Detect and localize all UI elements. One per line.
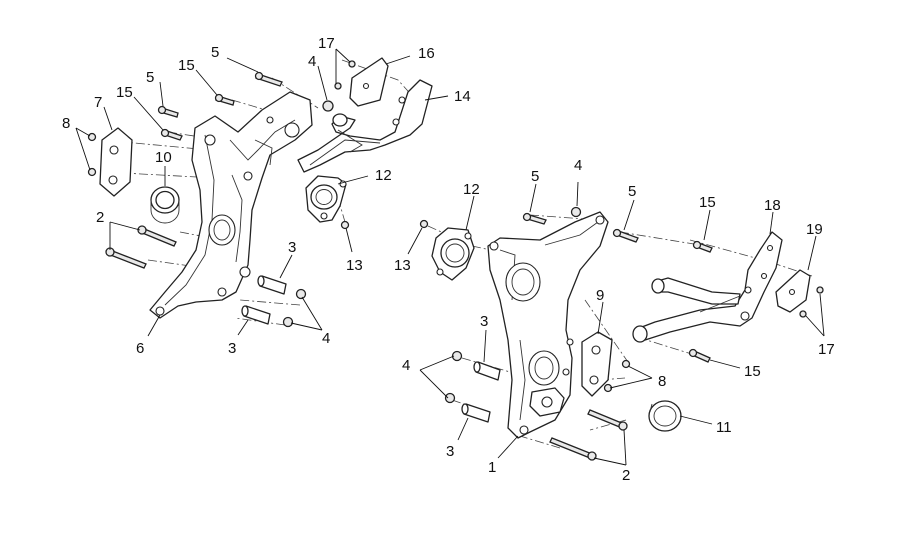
label-left-5b: 5 bbox=[146, 69, 154, 86]
label-right-15b: 15 bbox=[744, 363, 761, 380]
left-screws-17 bbox=[334, 60, 356, 90]
right-bracket-plate-9 bbox=[581, 331, 613, 397]
right-screws-17 bbox=[799, 286, 824, 318]
right-nuts-4 bbox=[444, 206, 582, 404]
label-left-10: 10 bbox=[155, 149, 172, 166]
left-footrest-hanger-14 bbox=[297, 79, 433, 173]
label-right-18: 18 bbox=[764, 197, 781, 214]
left-cover-plate-16 bbox=[349, 57, 389, 107]
right-bearing-flange-12 bbox=[431, 227, 475, 281]
left-screws-15 bbox=[160, 93, 235, 141]
label-left-5a: 5 bbox=[211, 44, 219, 61]
label-left-14: 14 bbox=[454, 88, 471, 105]
right-long-bolts-2 bbox=[549, 409, 628, 461]
label-left-4b: 4 bbox=[322, 330, 330, 347]
label-right-2: 2 bbox=[622, 467, 630, 484]
label-right-19: 19 bbox=[806, 221, 823, 238]
label-right-12: 12 bbox=[463, 181, 480, 198]
label-left-12: 12 bbox=[375, 167, 392, 184]
left-screws-5 bbox=[157, 71, 283, 118]
label-right-13: 13 bbox=[394, 257, 411, 274]
label-left-3a: 3 bbox=[288, 239, 296, 256]
left-part-numbers: 5 17 16 5 15 4 14 7 15 8 10 12 2 13 3 6 … bbox=[62, 35, 471, 357]
right-spacers-3 bbox=[461, 361, 501, 423]
label-left-4a: 4 bbox=[308, 53, 316, 70]
right-footrest-hanger-18 bbox=[632, 231, 783, 343]
right-cover-plate-19 bbox=[775, 269, 811, 313]
right-part-numbers: 12 4 5 5 15 18 19 13 9 3 17 8 4 15 11 3 … bbox=[394, 157, 835, 484]
right-screws-5 bbox=[522, 212, 639, 243]
left-screws-8 bbox=[87, 132, 97, 177]
right-screws-15 bbox=[688, 240, 713, 363]
label-right-5a: 5 bbox=[531, 168, 539, 185]
left-nuts-4 bbox=[282, 100, 334, 328]
label-left-13: 13 bbox=[346, 257, 363, 274]
label-right-3b: 3 bbox=[446, 443, 454, 460]
label-right-8: 8 bbox=[658, 373, 666, 390]
right-leader-lines bbox=[407, 181, 825, 466]
left-spacers-3 bbox=[241, 275, 287, 325]
label-left-8: 8 bbox=[62, 115, 70, 132]
left-leader-lines bbox=[75, 48, 449, 337]
label-left-6: 6 bbox=[136, 340, 144, 357]
label-right-1: 1 bbox=[488, 459, 496, 476]
label-right-17: 17 bbox=[818, 341, 835, 358]
label-right-15a: 15 bbox=[699, 194, 716, 211]
right-screw-13 bbox=[419, 219, 429, 229]
right-assembly: 12 4 5 5 15 18 19 13 9 3 17 8 4 15 11 3 … bbox=[394, 157, 835, 484]
label-right-9: 9 bbox=[596, 287, 604, 304]
left-bearing-ring-10 bbox=[150, 186, 180, 224]
label-left-3b: 3 bbox=[228, 340, 236, 357]
left-screw-13 bbox=[340, 220, 350, 230]
label-left-15b: 15 bbox=[116, 84, 133, 101]
left-bracket-plate-7 bbox=[99, 127, 133, 197]
label-right-4b: 4 bbox=[402, 357, 410, 374]
label-left-7: 7 bbox=[94, 94, 102, 111]
left-long-bolts-2 bbox=[105, 225, 177, 269]
right-main-plate-1 bbox=[487, 211, 609, 439]
left-bearing-flange-12 bbox=[305, 175, 347, 223]
label-right-5b: 5 bbox=[628, 183, 636, 200]
left-main-frame-6 bbox=[149, 91, 313, 319]
right-bearing-cap-11 bbox=[648, 400, 682, 432]
label-left-17a: 17 bbox=[318, 35, 335, 52]
label-right-11: 11 bbox=[716, 419, 732, 436]
label-left-16: 16 bbox=[418, 45, 435, 62]
label-right-4a: 4 bbox=[574, 157, 582, 174]
label-left-2: 2 bbox=[96, 209, 104, 226]
label-left-15a: 15 bbox=[178, 57, 195, 74]
label-right-3a: 3 bbox=[480, 313, 488, 330]
left-assembly: 5 17 16 5 15 4 14 7 15 8 10 12 2 13 3 6 … bbox=[62, 35, 471, 357]
